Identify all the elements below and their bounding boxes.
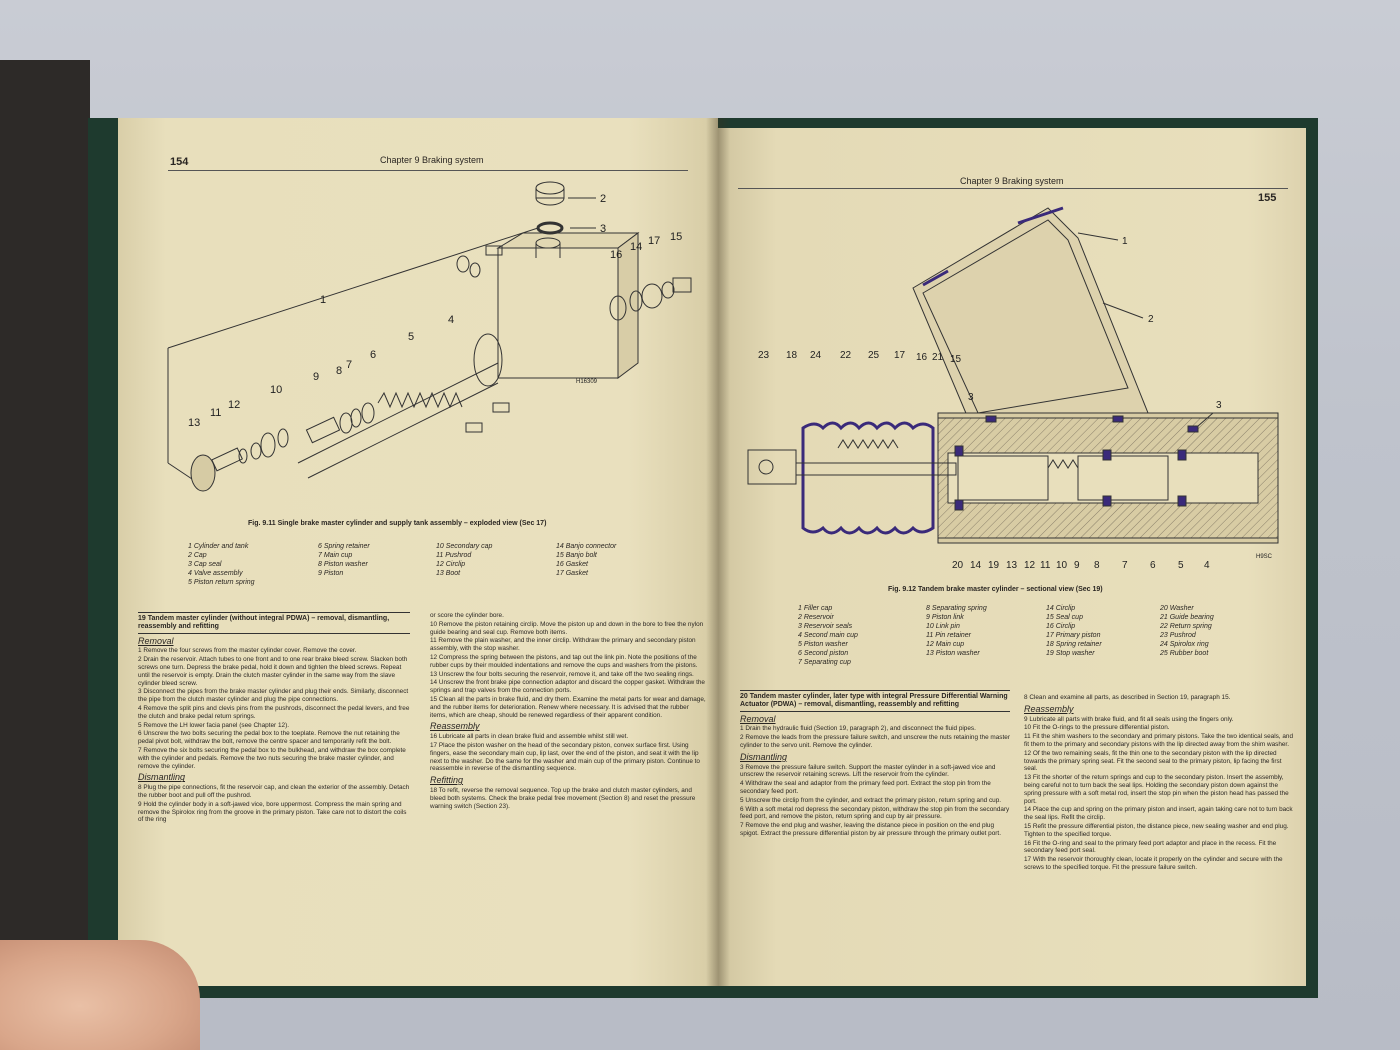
callout: 20 <box>952 560 964 571</box>
callout: 24 <box>810 350 822 361</box>
page-number: 155 <box>1258 192 1277 204</box>
background-left <box>0 60 90 1050</box>
callout: 9 <box>313 371 319 383</box>
callout: 5 <box>408 331 414 343</box>
callout: 2 <box>1148 314 1154 325</box>
right-page: Chapter 9 Braking system 155 <box>718 128 1306 986</box>
page-number: 154 <box>170 156 189 168</box>
callout: 3 <box>968 392 974 403</box>
callout: 1 <box>1122 236 1128 247</box>
running-header: Chapter 9 Braking system <box>380 155 484 165</box>
callout: 5 <box>1178 560 1184 571</box>
drawing-code: H16309 <box>576 379 598 385</box>
section-19-column-1: 19 Tandem master cylinder (without integ… <box>138 612 410 972</box>
callout: 4 <box>448 314 454 326</box>
figure-caption: Fig. 9.12 Tandem brake master cylinder –… <box>888 586 1103 593</box>
drawing-code: H9SC <box>1256 554 1273 560</box>
running-header: Chapter 9 Braking system <box>960 176 1064 186</box>
callout: 3 <box>600 223 606 235</box>
callout: 1 <box>320 294 326 306</box>
callout: 14 <box>630 241 642 253</box>
callout: 16 <box>610 249 622 261</box>
callout: 15 <box>950 354 962 365</box>
callout: 4 <box>1204 560 1210 571</box>
section-20-column-2: 8 Clean and examine all parts, as descri… <box>1024 694 1294 871</box>
thumb <box>0 940 200 1050</box>
callout: 11 <box>210 407 221 419</box>
callout: 8 <box>336 365 342 377</box>
callout: 23 <box>758 350 770 361</box>
header-rule <box>168 170 688 171</box>
sectional-view-figure: 1 2 3 3 23 18 24 22 25 17 16 21 15 20 14… <box>747 206 1279 571</box>
callout: 16 <box>916 352 928 363</box>
callout: 17 <box>894 350 906 361</box>
callout: 14 <box>970 560 982 571</box>
callout: 13 <box>188 417 200 429</box>
exploded-view-figure: 2 3 1 4 5 6 7 9 8 10 12 11 13 16 14 17 1… <box>167 181 692 492</box>
header-rule <box>738 188 1288 189</box>
callout: 6 <box>370 349 376 361</box>
callout: 10 <box>1056 560 1068 571</box>
callout: 15 <box>670 231 682 243</box>
callout: 21 <box>932 352 944 363</box>
callout: 3 <box>1216 400 1222 411</box>
section-heading: 19 Tandem master cylinder (without integ… <box>138 612 410 634</box>
callout: 7 <box>346 359 352 371</box>
section-heading: 20 Tandem master cylinder, later type wi… <box>740 690 1010 712</box>
section-20-column-1: 20 Tandem master cylinder, later type wi… <box>740 690 1010 980</box>
callout: 19 <box>988 560 1000 571</box>
figure-caption: Fig. 9.11 Single brake master cylinder a… <box>248 520 547 527</box>
callout: 17 <box>648 235 660 247</box>
section-19-column-2: or score the cylinder bore. 10 Remove th… <box>430 612 706 810</box>
book-gutter <box>706 118 730 986</box>
left-page: 154 Chapter 9 Braking system <box>118 118 718 986</box>
callout: 22 <box>840 350 852 361</box>
callout: 7 <box>1122 560 1128 571</box>
callout: 25 <box>868 350 880 361</box>
callout: 13 <box>1006 560 1018 571</box>
callout: 18 <box>786 350 798 361</box>
callout: 9 <box>1074 560 1080 571</box>
callout: 12 <box>1024 560 1036 571</box>
callout: 8 <box>1094 560 1100 571</box>
callout: 6 <box>1150 560 1156 571</box>
callout: 11 <box>1040 560 1051 571</box>
callout: 12 <box>228 399 240 411</box>
callout: 2 <box>600 193 606 205</box>
callout: 10 <box>270 384 282 396</box>
